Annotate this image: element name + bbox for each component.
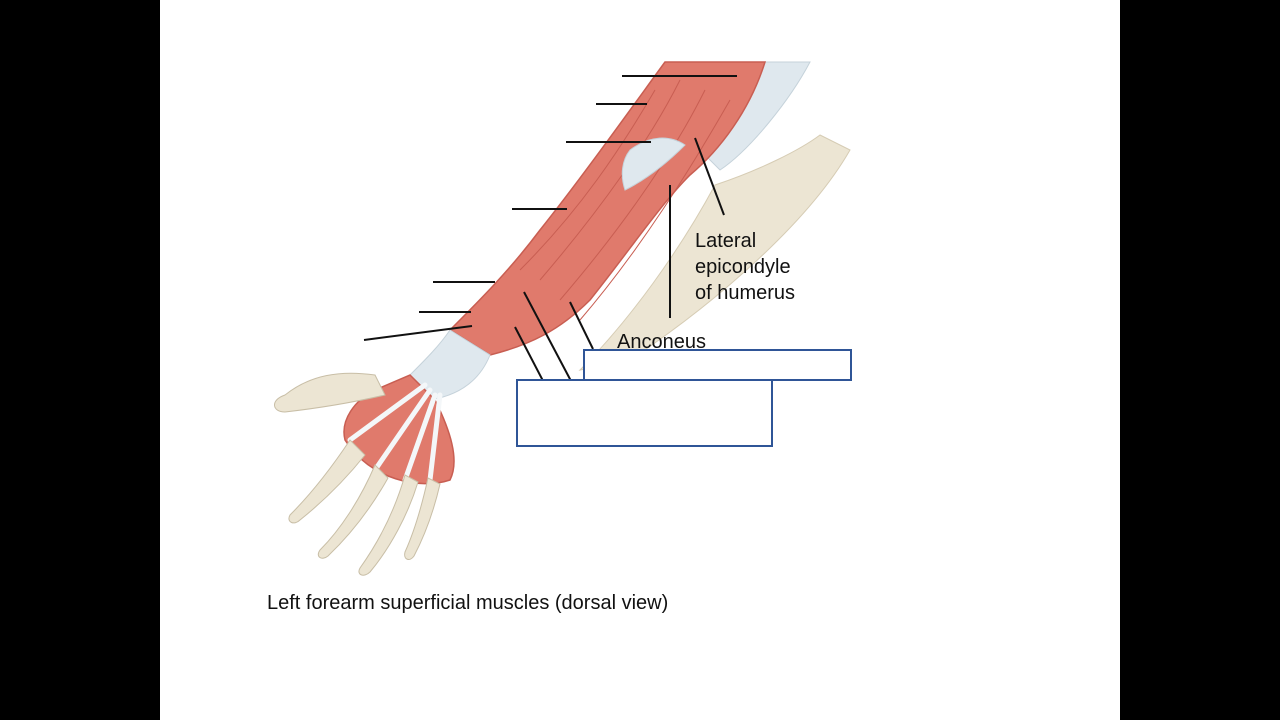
finger	[288, 439, 366, 524]
muscle-striation	[539, 79, 681, 281]
forearm-illustration	[274, 61, 851, 576]
finger	[317, 464, 389, 559]
label-lateral-epicondyle: Lateral epicondyle of humerus	[695, 230, 796, 304]
thumb	[274, 372, 386, 413]
muscle-striation	[519, 89, 656, 271]
figure-caption: Left forearm superficial muscles (dorsal…	[267, 592, 669, 614]
answer-box[interactable]	[583, 349, 852, 381]
finger	[404, 477, 441, 560]
forearm-muscle-mass	[448, 61, 767, 356]
hand-tendon	[347, 382, 428, 443]
leader-line-epicondyle	[694, 137, 725, 216]
answer-box[interactable]	[516, 379, 773, 447]
finger	[358, 474, 419, 576]
leader-line	[363, 325, 473, 341]
leader-line	[523, 291, 572, 382]
hand-tendon	[372, 387, 433, 473]
hand-tendon	[402, 392, 438, 483]
hand	[343, 374, 455, 485]
slide: Lateral epicondyle of humerus Anconeus L…	[160, 0, 1120, 720]
elbow-tendon	[621, 137, 686, 191]
muscle-striation	[579, 99, 731, 321]
muscle-striation	[559, 89, 706, 301]
label-anconeus: Anconeus	[617, 331, 706, 353]
hand-tendon	[427, 392, 443, 483]
ulna-bone	[578, 134, 851, 371]
leader-line	[569, 301, 594, 350]
